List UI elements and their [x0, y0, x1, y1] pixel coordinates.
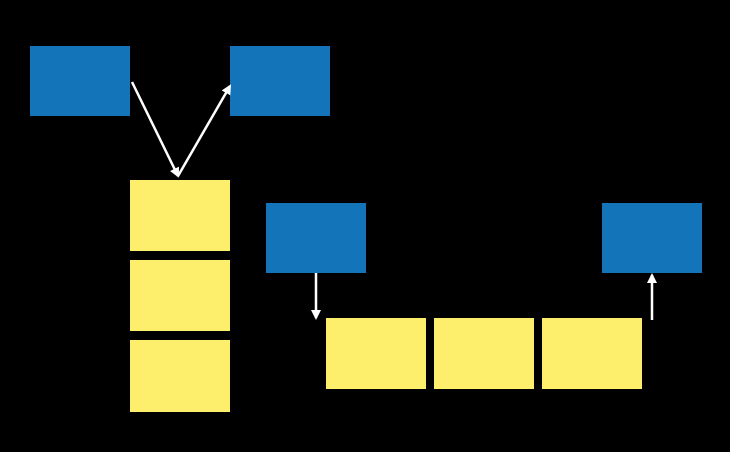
arrow-left-source-to-stack [130, 81, 180, 178]
right-row-cell-3 [542, 318, 642, 389]
right-source-node [266, 203, 366, 273]
right-target-node [602, 203, 702, 273]
left-target-node [230, 46, 330, 116]
left-source-node [30, 46, 130, 116]
arrow-stack-to-left-target [176, 84, 232, 177]
left-stack-cell-2 [130, 260, 230, 331]
left-stack-cell-3 [130, 340, 230, 412]
right-row-cell-2 [434, 318, 534, 389]
right-row-cell-1 [326, 318, 426, 389]
left-stack-cell-1 [130, 180, 230, 251]
